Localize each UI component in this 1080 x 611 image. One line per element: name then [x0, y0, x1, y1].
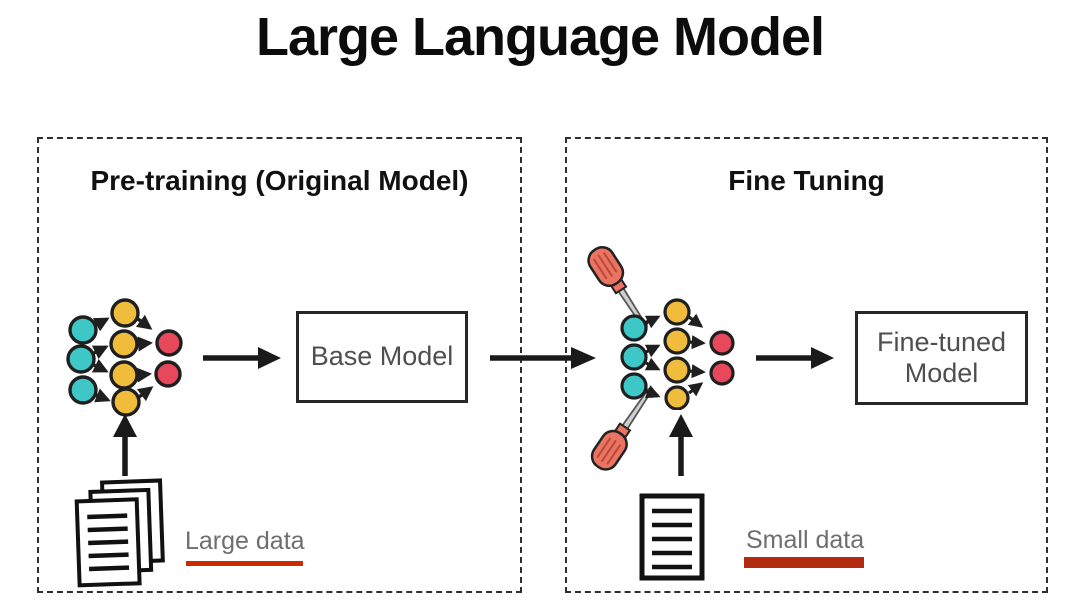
output-nodes [709, 330, 735, 386]
small-data-underline [744, 557, 864, 568]
pretraining-panel: Pre-training (Original Model) [37, 137, 522, 593]
arrow-up-icon [113, 414, 137, 476]
fine-tuned-model-label: Fine-tuned Model [876, 326, 1007, 388]
base-model-label: Base Model [310, 341, 454, 372]
neural-network-icon [620, 298, 735, 410]
document-stack-icon [74, 478, 165, 588]
pretraining-header: Pre-training (Original Model) [90, 165, 469, 196]
arrow-right-icon [490, 347, 596, 369]
page-title: Large Language Model [255, 7, 825, 67]
input-nodes [66, 315, 98, 405]
base-model-box: Base Model [296, 311, 468, 403]
hidden-nodes [109, 298, 141, 417]
document-icon [639, 493, 705, 581]
network-connections [91, 314, 154, 403]
arrow-right-icon [756, 347, 834, 369]
small-data-label: Small data [746, 526, 865, 554]
arrow-up-icon [669, 414, 693, 476]
large-data-underline [186, 561, 303, 566]
neural-network-icon [66, 298, 183, 417]
finetuning-panel: Fine Tuning [565, 137, 1048, 593]
network-connections [644, 313, 706, 399]
arrow-right-icon [203, 347, 281, 369]
output-nodes [154, 329, 183, 388]
input-nodes [620, 314, 648, 400]
finetuning-header: Fine Tuning [728, 165, 885, 196]
hidden-nodes [663, 298, 691, 410]
large-data-label: Large data [185, 527, 305, 555]
fine-tuned-model-box: Fine-tuned Model [855, 311, 1028, 405]
